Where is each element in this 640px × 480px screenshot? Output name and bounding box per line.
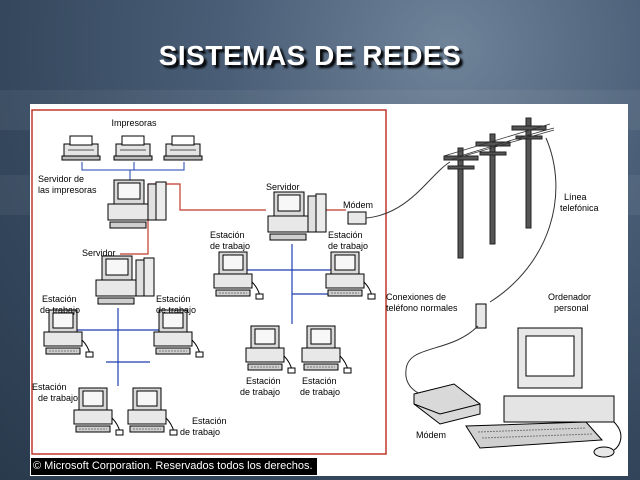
label-ordenador-1: Ordenador (548, 292, 591, 302)
workstation-icon (43, 309, 94, 358)
label-servidor-impresoras-2: las impresoras (38, 185, 97, 195)
label-de-trabajo: de trabajo (300, 387, 340, 397)
label-servidor: Servidor (82, 248, 116, 258)
printer-icon (61, 135, 101, 161)
label-de-trabajo: de trabajo (210, 241, 250, 251)
lan-cable (70, 308, 170, 386)
label-conexiones-2: teléfono normales (386, 303, 458, 313)
label-estacion: Estación (192, 416, 227, 426)
workstation-icon (213, 251, 264, 300)
lan-cable (236, 244, 344, 324)
label-de-trabajo: de trabajo (38, 393, 78, 403)
print-server-icon (107, 179, 167, 229)
label-servidor-impresoras-1: Servidor de (38, 174, 84, 184)
phone-line (365, 161, 451, 219)
label-estacion: Estación (42, 294, 77, 304)
network-diagram: Impresoras Servidor de las impresoras Se… (30, 104, 628, 476)
label-de-trabajo: de trabajo (328, 241, 368, 251)
label-de-trabajo: de trabajo (156, 305, 196, 315)
printer-cable (81, 162, 185, 180)
printer-icon (113, 135, 153, 161)
label-de-trabajo: de trabajo (180, 427, 220, 437)
modem-icon (413, 383, 481, 425)
label-ordenador-2: personal (554, 303, 589, 313)
printer-icon (163, 135, 203, 161)
label-estacion: Estación (32, 382, 67, 392)
label-de-trabajo: de trabajo (240, 387, 280, 397)
modem-icon (347, 211, 367, 225)
wall-jack-icon (475, 303, 487, 329)
workstation-icon (325, 251, 376, 300)
label-estacion: Estación (302, 376, 337, 386)
label-estacion: Estación (328, 230, 363, 240)
label-conexiones-1: Conexiones de (386, 292, 446, 302)
label-linea-1: Línea (564, 192, 587, 202)
phone-line (489, 137, 557, 303)
label-estacion: Estación (156, 294, 191, 304)
slide-title: SISTEMAS DE REDES (158, 40, 462, 71)
label-modem-bottom: Módem (416, 430, 446, 440)
workstation-icon (73, 387, 124, 436)
workstation-icon (301, 325, 352, 374)
server-icon (267, 191, 327, 241)
label-estacion: Estación (246, 376, 281, 386)
label-modem-top: Módem (343, 200, 373, 210)
label-de-trabajo: de trabajo (40, 305, 80, 315)
copyright-notice: © Microsoft Corporation. Reservados todo… (31, 458, 317, 475)
workstation-icon (245, 325, 296, 374)
telephone-pole-icon (511, 117, 547, 229)
label-estacion: Estación (210, 230, 245, 240)
workstation-icon (153, 309, 204, 358)
network-boundary (31, 109, 387, 455)
personal-computer-icon (465, 327, 622, 458)
label-linea-2: telefónica (560, 203, 599, 213)
phone-wires (443, 123, 555, 161)
label-servidor-right: Servidor (266, 182, 300, 192)
workstation-icon (127, 387, 178, 436)
telephone-pole-icon (475, 133, 511, 245)
phone-line (405, 325, 479, 397)
server-icon (95, 255, 155, 305)
label-impresoras: Impresoras (111, 118, 157, 128)
telephone-pole-icon (443, 147, 479, 259)
